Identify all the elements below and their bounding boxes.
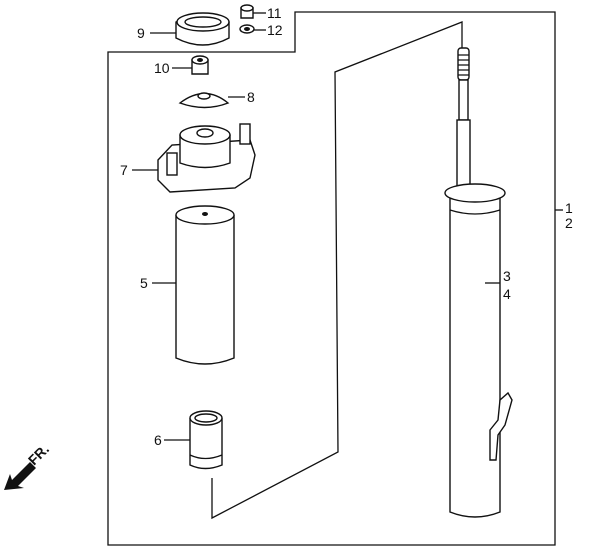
callout-5: 5 bbox=[140, 275, 148, 291]
part-12-washer bbox=[239, 24, 255, 34]
callout-12: 12 bbox=[267, 22, 283, 38]
callout-4: 4 bbox=[503, 286, 511, 302]
part-9-bearing bbox=[175, 12, 230, 46]
part-8-plate bbox=[178, 92, 230, 109]
callout-1: 1 bbox=[565, 200, 573, 216]
callout-2: 2 bbox=[565, 215, 573, 231]
callout-11: 11 bbox=[267, 5, 282, 21]
callout-9: 9 bbox=[137, 25, 145, 41]
subassembly-bracket-line bbox=[211, 21, 463, 520]
part-7-mount bbox=[157, 123, 256, 193]
callout-8: 8 bbox=[247, 89, 255, 105]
callout-7: 7 bbox=[120, 162, 128, 178]
callout-3: 3 bbox=[503, 268, 511, 284]
callout-6: 6 bbox=[154, 432, 162, 448]
part-10-nut bbox=[191, 55, 209, 75]
assembly-bracket-outline bbox=[107, 11, 556, 546]
part-5-dust-cover bbox=[175, 205, 235, 365]
front-direction-arrow-icon: FR. bbox=[4, 441, 52, 490]
part-6-bump-stop bbox=[189, 410, 223, 470]
part-11-nut bbox=[240, 4, 254, 19]
part-3-shock-absorber bbox=[444, 47, 513, 518]
leader-lines bbox=[132, 12, 563, 441]
callout-10: 10 bbox=[154, 60, 170, 76]
